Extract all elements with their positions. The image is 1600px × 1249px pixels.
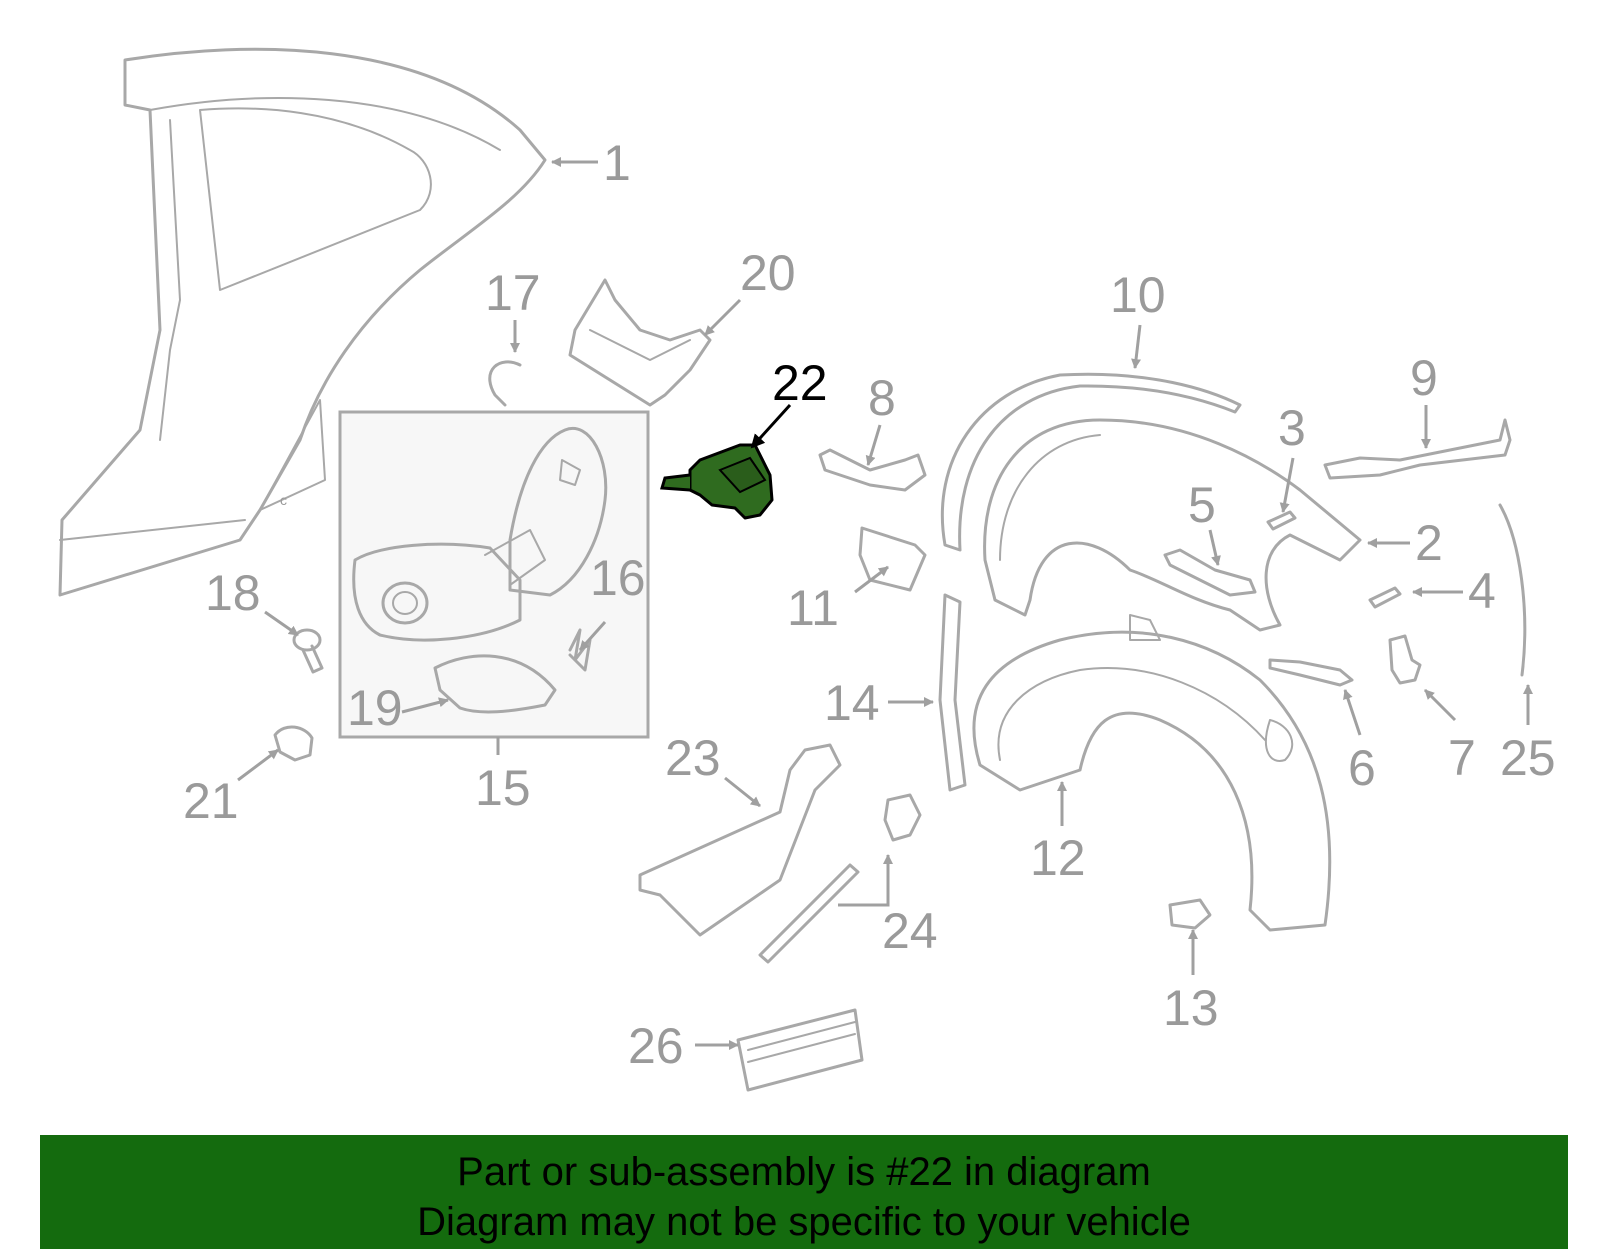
- leader-arrows: [237, 157, 1533, 1050]
- callout-6: 6: [1348, 740, 1376, 796]
- part-4-clip: [1368, 586, 1402, 609]
- part-8-bracket: [818, 448, 927, 492]
- part-5-bracket: [1163, 548, 1257, 597]
- part-21-grommet: [273, 725, 314, 762]
- callout-3: 3: [1278, 400, 1306, 456]
- callout-labels: 1 2 3 4 5 6 7 8 9 10 11 12 13 14 15 16 1…: [183, 135, 1556, 1074]
- callout-10: 10: [1110, 267, 1166, 323]
- callout-24: 24: [882, 903, 938, 959]
- part-6-bracket: [1268, 658, 1354, 687]
- callout-26: 26: [628, 1018, 684, 1074]
- part-18-bolt: [292, 628, 324, 674]
- callout-11: 11: [787, 580, 839, 636]
- part-17-clip: [488, 360, 522, 407]
- callout-22: 22: [772, 355, 828, 411]
- callout-21: 21: [183, 773, 239, 829]
- banner-line-disclaimer: Diagram may not be specific to your vehi…: [417, 1200, 1191, 1244]
- part-1-quarter-panel: c: [58, 47, 547, 597]
- part-14-strip: [938, 593, 967, 792]
- callout-13: 13: [1163, 980, 1219, 1036]
- callout-9: 9: [1410, 350, 1438, 406]
- callout-12: 12: [1030, 830, 1086, 886]
- part-2-wheel-house: [983, 418, 1362, 632]
- part-3-clip: [1266, 510, 1297, 531]
- part-15-fuel-door-assembly: [338, 410, 650, 739]
- part-23-bracket: [638, 743, 842, 937]
- callout-2: 2: [1415, 515, 1443, 571]
- callout-8: 8: [868, 370, 896, 426]
- part-26-vent: [736, 1008, 864, 1092]
- part-7-push-pin: [1388, 634, 1422, 685]
- callout-23: 23: [665, 730, 721, 786]
- callout-16: 16: [590, 550, 646, 606]
- info-banner: Part or sub-assembly is #22 in diagram D…: [40, 1135, 1568, 1249]
- part-12-wheel-liner: [972, 614, 1332, 932]
- part-13-clip: [1168, 898, 1212, 930]
- callout-4: 4: [1468, 563, 1496, 619]
- callout-14: 14: [824, 675, 880, 731]
- callout-15: 15: [475, 760, 531, 816]
- callout-7: 7: [1448, 730, 1476, 786]
- callout-20: 20: [740, 245, 796, 301]
- callout-17: 17: [485, 265, 541, 321]
- callout-19: 19: [347, 680, 403, 736]
- part-19-cover: [433, 654, 557, 714]
- callout-25: 25: [1500, 730, 1556, 786]
- callout-1: 1: [603, 135, 631, 191]
- part-10-wheel-arch-trim: [940, 372, 1242, 552]
- part-25-seal-strip: [1498, 503, 1527, 677]
- callout-18: 18: [205, 565, 261, 621]
- svg-text:c: c: [280, 492, 287, 508]
- callout-5: 5: [1188, 477, 1216, 533]
- banner-line-part-number: Part or sub-assembly is #22 in diagram: [457, 1150, 1151, 1194]
- part-22-actuator-highlighted: [660, 443, 774, 520]
- parts-diagram: c: [58, 47, 1556, 1092]
- part-9-brace: [1323, 418, 1512, 480]
- part-24-rod-fitting: [758, 793, 922, 964]
- part-20-bracket: [568, 278, 712, 407]
- part-11-pad: [858, 526, 927, 592]
